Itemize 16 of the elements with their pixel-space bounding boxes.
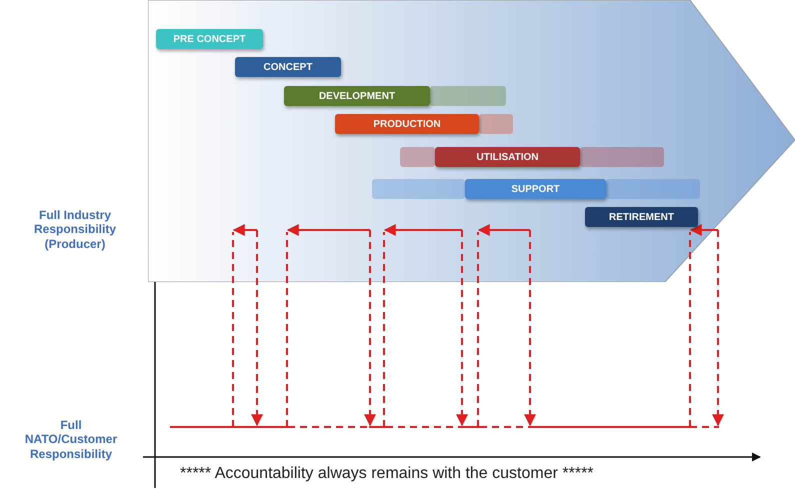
phase-bar: PRODUCTION [335, 114, 479, 134]
axis-label: Full NATO/Customer Responsibility [24, 418, 118, 462]
phase-bar: PRE CONCEPT [156, 29, 263, 49]
phase-bar: RETIREMENT [585, 207, 698, 227]
phase-bar: DEVELOPMENT [284, 86, 430, 106]
faded-bar [400, 147, 435, 167]
faded-bar [430, 86, 506, 106]
faded-bar [606, 179, 700, 199]
footnote: ***** Accountability always remains with the customer ***** [180, 464, 595, 484]
faded-bar [479, 114, 513, 134]
axis-label: Full Industry Responsibility (Producer) [32, 208, 117, 252]
faded-bar [372, 179, 465, 199]
faded-bar [580, 147, 664, 167]
phase-bar: UTILISATION [435, 147, 580, 167]
phase-bar: CONCEPT [235, 57, 341, 77]
phase-bar: SUPPORT [465, 179, 606, 199]
